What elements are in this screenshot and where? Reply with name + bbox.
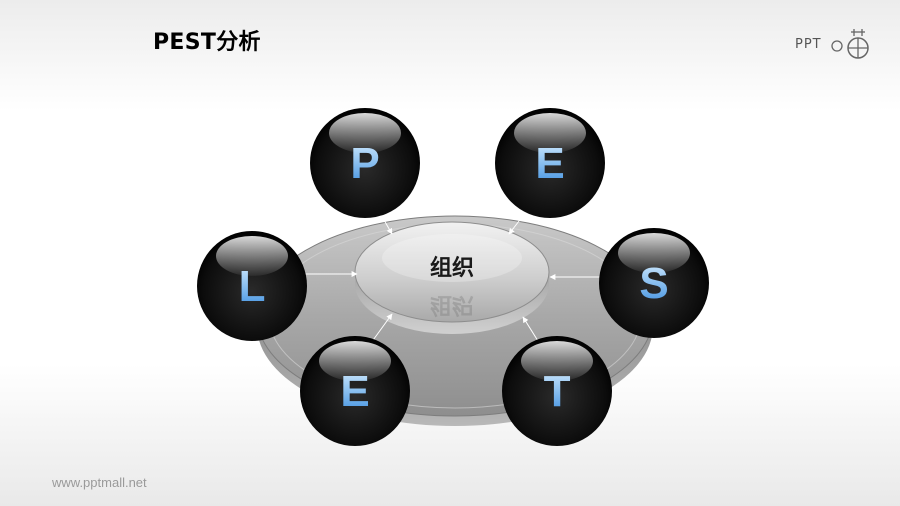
node-letter-l: L bbox=[239, 262, 266, 311]
node-letter-e-bottom: E bbox=[340, 367, 369, 416]
node-e-bottom: E bbox=[300, 336, 410, 446]
node-letter-e-top: E bbox=[535, 139, 564, 188]
node-p: P bbox=[310, 108, 420, 218]
logo-mark-icon bbox=[831, 29, 869, 59]
node-e-top: E bbox=[495, 108, 605, 218]
center-disc bbox=[354, 221, 550, 334]
node-letter-s: S bbox=[639, 259, 668, 308]
page-title: PEST分析 bbox=[153, 30, 261, 55]
logo: PPT bbox=[795, 28, 873, 64]
center-label-reflection: 组织 bbox=[430, 292, 474, 318]
node-t: T bbox=[502, 336, 612, 446]
logo-text: PPT bbox=[795, 37, 822, 52]
node-l: L bbox=[197, 231, 307, 341]
node-s: S bbox=[599, 228, 709, 338]
center-label: 组织 bbox=[430, 255, 474, 281]
node-letter-t: T bbox=[544, 367, 571, 416]
node-letter-p: P bbox=[350, 139, 379, 188]
footer-url: www.pptmall.net bbox=[52, 475, 147, 490]
